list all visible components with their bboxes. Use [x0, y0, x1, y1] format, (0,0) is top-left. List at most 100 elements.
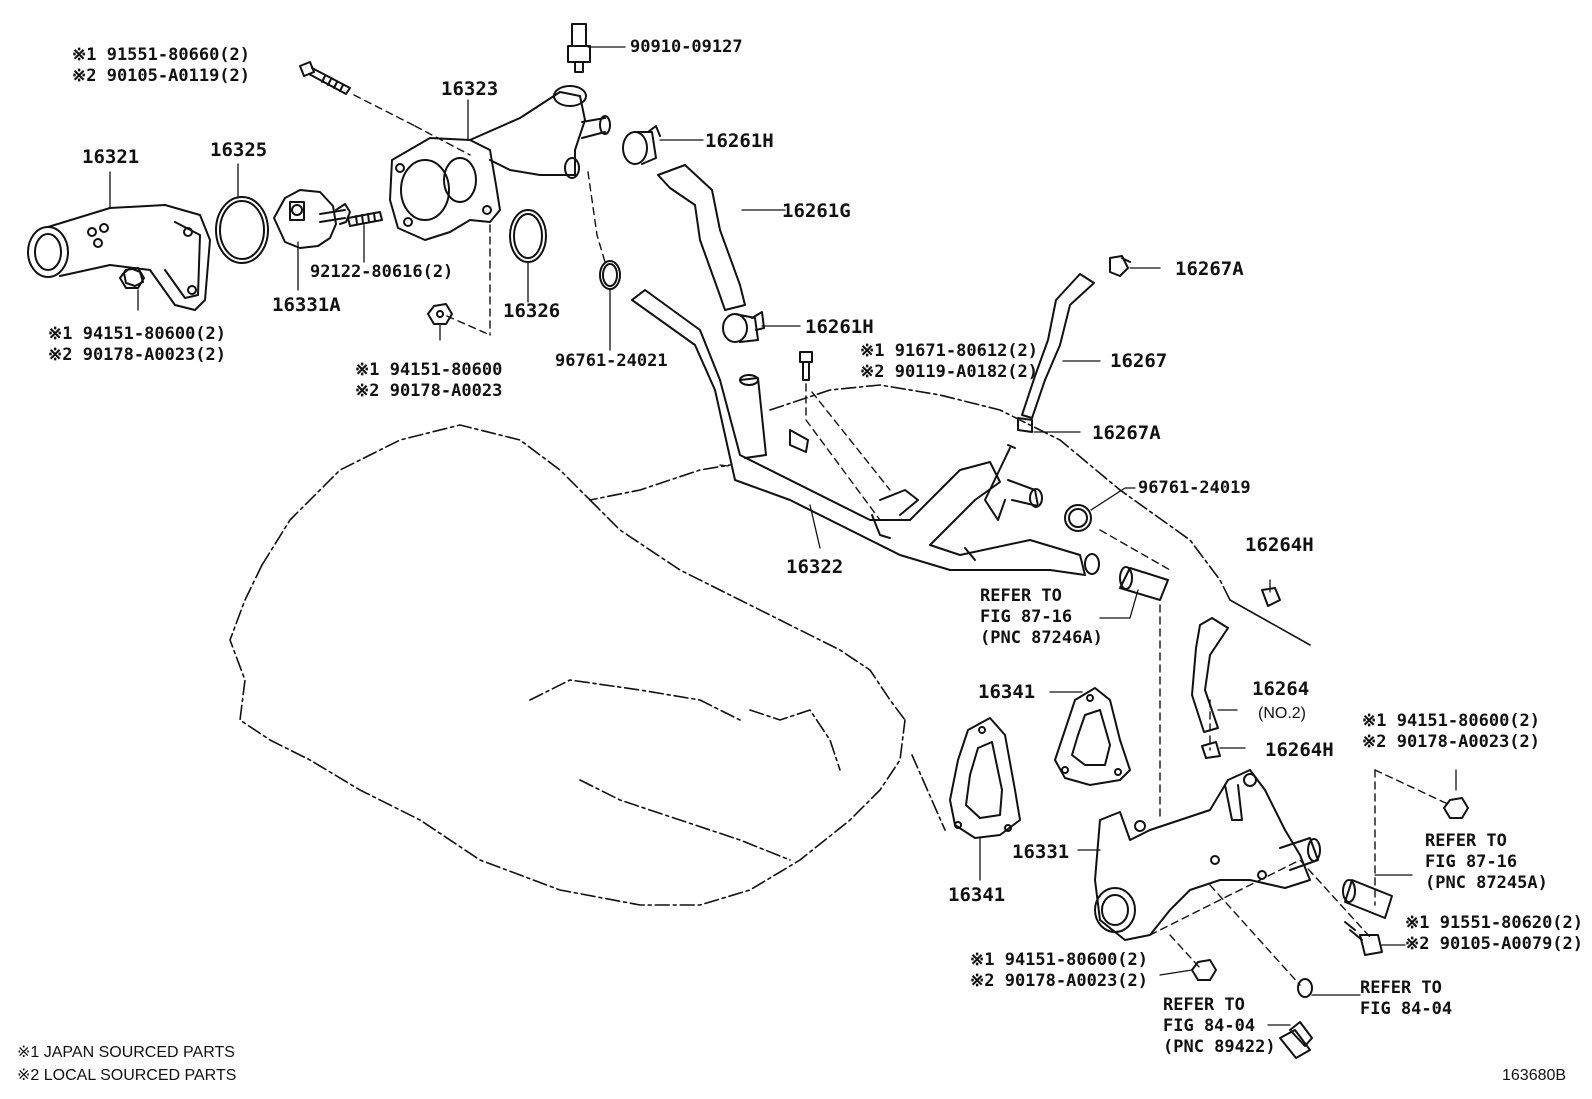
label-16331A: 16331A	[272, 294, 341, 316]
stud-92122	[347, 211, 383, 227]
reference-84-04: REFER TO FIG 84-04	[1360, 980, 1452, 1018]
clamp-16264H-top	[1261, 587, 1281, 607]
ref-87246A-line3: (PNC 87246A)	[980, 628, 1103, 648]
ref-89422-line2: FIG 84-04	[1163, 1016, 1256, 1036]
label-nut-right: ※1 94151-80600(2) ※2 90178-A0023(2)	[1362, 713, 1540, 751]
bolt-top-line2: ※2 90105-A0119(2)	[72, 66, 251, 86]
label-16323: 16323	[441, 78, 499, 100]
leader-lines	[109, 46, 1457, 1026]
nut-left-line1: ※1 94151-80600(2)	[48, 324, 227, 344]
gasket-16325	[215, 196, 269, 264]
label-nut-bottom: ※1 94151-80600(2) ※2 90178-A0023(2)	[970, 952, 1148, 990]
ref-87245A-line1: REFER TO	[1425, 831, 1507, 851]
nut-mid-line2: ※2 90178-A0023	[355, 381, 503, 401]
bolt-91551-80660	[299, 61, 351, 95]
label-bolt-mid: ※1 91671-80612(2) ※2 90119-A0182(2)	[860, 343, 1038, 381]
nut-right-line2: ※2 90178-A0023(2)	[1362, 732, 1541, 752]
nut-mid	[427, 303, 453, 325]
label-16264H-top: 16264H	[1245, 534, 1314, 556]
sensor-90910-09127	[567, 23, 591, 73]
clamp-16261H-top	[622, 125, 661, 165]
gasket-16341-lower	[949, 717, 1021, 839]
bolt-top-line1: ※1 91551-80660(2)	[72, 45, 251, 65]
nut-right	[1443, 797, 1469, 819]
label-16321: 16321	[82, 146, 140, 168]
nut-left	[119, 267, 145, 289]
label-16326: 16326	[503, 300, 561, 322]
label-bolt-right: ※1 91551-80620(2) ※2 90105-A0079(2)	[1405, 915, 1583, 953]
label-16341-lower: 16341	[948, 884, 1006, 906]
assembly-lines	[353, 94, 1451, 986]
nut-bottom-line1: ※1 94151-80600(2)	[970, 950, 1149, 970]
engine-edge-line	[1229, 599, 1311, 646]
ref-89422-line3: (PNC 89422)	[1163, 1037, 1276, 1057]
o-ring-96761-24021	[599, 260, 621, 290]
label-16261H-top: 16261H	[705, 130, 774, 152]
clamp-16264H-bottom	[1201, 741, 1221, 759]
bolt-mid-line1: ※1 91671-80612(2)	[860, 341, 1039, 361]
ref-89422-line1: REFER TO	[1163, 995, 1245, 1015]
label-16267A-bottom: 16267A	[1092, 422, 1161, 444]
label-16331: 16331	[1012, 841, 1070, 863]
label-16264-no2: (NO.2)	[1258, 705, 1306, 722]
hose-16264	[1191, 617, 1229, 733]
bolt-right-line1: ※1 91551-80620(2)	[1405, 913, 1584, 933]
clamp-16267A-bottom	[1017, 417, 1033, 433]
gasket-16341-upper	[1054, 687, 1131, 786]
label-16341-upper: 16341	[978, 681, 1036, 703]
nut-bottom-line2: ※2 90178-A0023(2)	[970, 971, 1149, 991]
label-96761-24021: 96761-24021	[555, 351, 668, 371]
clamp-16267A-top	[1109, 255, 1131, 277]
bolt-right-line2: ※2 90105-A0079(2)	[1405, 934, 1584, 954]
label-16325: 16325	[210, 139, 268, 161]
legend-japan-sourced: ※1 JAPAN SOURCED PARTS	[17, 1044, 235, 1061]
ref-87246A-line1: REFER TO	[980, 586, 1062, 606]
engine-outline	[229, 384, 1231, 906]
reference-87246A: REFER TO FIG 87-16 (PNC 87246A)	[980, 588, 1103, 647]
legend-local-sourced: ※2 LOCAL SOURCED PARTS	[17, 1067, 237, 1084]
ref-84-04-line1: REFER TO	[1360, 978, 1442, 998]
label-16267: 16267	[1110, 350, 1168, 372]
label-16264H-bottom: 16264H	[1265, 739, 1334, 761]
label-96761-24019: 96761-24019	[1138, 478, 1251, 498]
label-92122-80616: 92122-80616(2)	[310, 262, 454, 282]
hose-16267	[1021, 273, 1095, 419]
ref-87245A-line3: (PNC 87245A)	[1425, 873, 1548, 893]
label-90910-09127: 90910-09127	[630, 37, 743, 57]
bolt-91671-80612	[799, 351, 813, 381]
label-16264: 16264	[1252, 678, 1310, 700]
reference-87245A: REFER TO FIG 87-16 (PNC 87245A)	[1425, 833, 1548, 892]
label-nut-mid: ※1 94151-80600 ※2 90178-A0023	[355, 362, 502, 400]
pipe-16322	[631, 289, 1100, 576]
hose-16261G	[657, 164, 746, 311]
clamp-16261H-mid	[722, 311, 765, 343]
gasket-16326	[509, 209, 547, 263]
figure-id: 163680B	[1502, 1067, 1567, 1084]
nut-left-line2: ※2 90178-A0023(2)	[48, 345, 227, 365]
reference-89422: REFER TO FIG 84-04 (PNC 89422)	[1163, 997, 1276, 1056]
o-ring-96761-24019	[1064, 504, 1092, 532]
bolt-91551-80620	[1344, 921, 1383, 956]
water-inlet-16321	[27, 204, 211, 311]
nut-right-line1: ※1 94151-80600(2)	[1362, 711, 1541, 731]
water-inlet-16331	[1094, 769, 1321, 941]
ref-87246A-line2: FIG 87-16	[980, 607, 1073, 627]
sensor-bottom	[1279, 1021, 1313, 1059]
nut-mid-line1: ※1 94151-80600	[355, 360, 503, 380]
washer-bottom	[1297, 978, 1313, 998]
ref-87245A-line2: FIG 87-16	[1425, 852, 1518, 872]
label-bolt-top: ※1 91551-80660(2) ※2 90105-A0119(2)	[72, 47, 250, 85]
ref-84-04-line2: FIG 84-04	[1360, 999, 1453, 1019]
label-16322: 16322	[786, 556, 844, 578]
hose-stub-87245A	[1342, 879, 1393, 919]
label-16261G: 16261G	[782, 200, 851, 222]
label-nut-left: ※1 94151-80600(2) ※2 90178-A0023(2)	[48, 326, 226, 364]
thermostat-16331A	[273, 189, 351, 249]
hose-stub-87246A	[1119, 566, 1169, 601]
water-outlet-16323	[389, 85, 611, 241]
label-16267A-top: 16267A	[1175, 258, 1244, 280]
bolt-mid-line2: ※2 90119-A0182(2)	[860, 362, 1039, 382]
label-16261H-mid: 16261H	[805, 316, 874, 338]
